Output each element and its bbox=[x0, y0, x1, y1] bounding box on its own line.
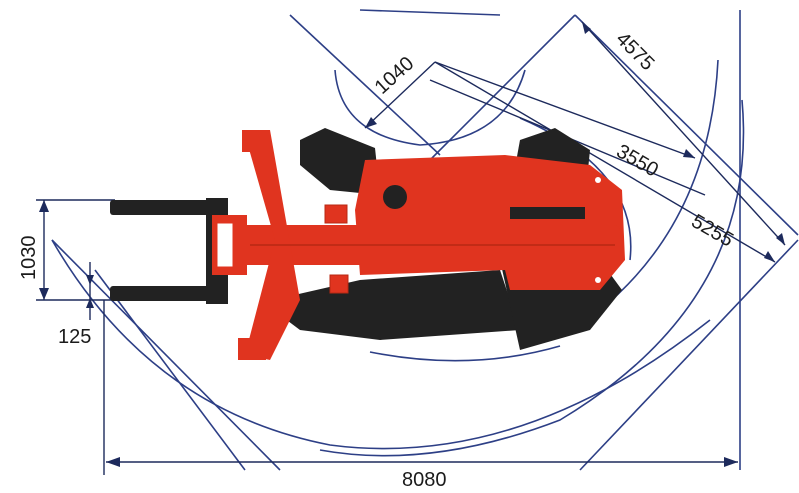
hatch-circle bbox=[383, 185, 407, 209]
arm-end-bottom bbox=[238, 338, 266, 360]
arrow-head bbox=[39, 200, 49, 212]
vent-slot bbox=[510, 207, 585, 219]
dim-4575-line bbox=[581, 21, 786, 246]
arm-end-top bbox=[242, 130, 270, 152]
pivot-block bbox=[324, 204, 348, 224]
label-8080: 8080 bbox=[402, 469, 447, 491]
label-125: 125 bbox=[58, 326, 91, 348]
label-1040: 1040 bbox=[371, 53, 419, 99]
light bbox=[595, 277, 601, 283]
guide-line bbox=[289, 14, 441, 156]
arrow-head bbox=[39, 288, 49, 300]
arrow-head bbox=[683, 149, 695, 158]
light bbox=[595, 177, 601, 183]
arrow-head bbox=[86, 298, 94, 308]
arrow-head bbox=[776, 233, 785, 245]
label-1030: 1030 bbox=[18, 236, 40, 281]
fork-top bbox=[110, 200, 220, 215]
guide-line bbox=[94, 269, 246, 471]
dim-1040-line bbox=[364, 61, 436, 129]
upper-left-tire bbox=[300, 128, 380, 195]
arrow-head bbox=[764, 251, 775, 262]
chassis bbox=[355, 155, 625, 290]
arc-sweep bbox=[51, 239, 711, 450]
arrow-head bbox=[86, 275, 94, 285]
steering-arm bbox=[245, 130, 300, 360]
pivot-block-lower bbox=[329, 274, 349, 294]
arrow-head bbox=[365, 117, 377, 128]
fork-bottom bbox=[110, 286, 220, 301]
arrow-head bbox=[106, 457, 120, 467]
dimension-lines bbox=[36, 21, 786, 475]
guide-line bbox=[574, 14, 799, 236]
arc-outer bbox=[319, 99, 745, 457]
dim-5255-line bbox=[434, 61, 776, 263]
lower-body bbox=[280, 270, 520, 340]
arc-small-top bbox=[334, 69, 526, 146]
guide-line bbox=[359, 9, 501, 16]
arc-body-bottom bbox=[369, 345, 561, 362]
carriage-window bbox=[214, 220, 236, 270]
arc-3550 bbox=[599, 59, 719, 311]
label-5255: 5255 bbox=[688, 210, 738, 251]
arrow-head bbox=[582, 22, 591, 34]
dim-3550-line bbox=[434, 61, 696, 159]
guide-line bbox=[579, 239, 799, 471]
label-3550: 3550 bbox=[613, 140, 663, 181]
vehicle-top-view bbox=[110, 128, 625, 360]
arrow-head bbox=[724, 457, 738, 467]
label-4575: 4575 bbox=[611, 28, 658, 75]
